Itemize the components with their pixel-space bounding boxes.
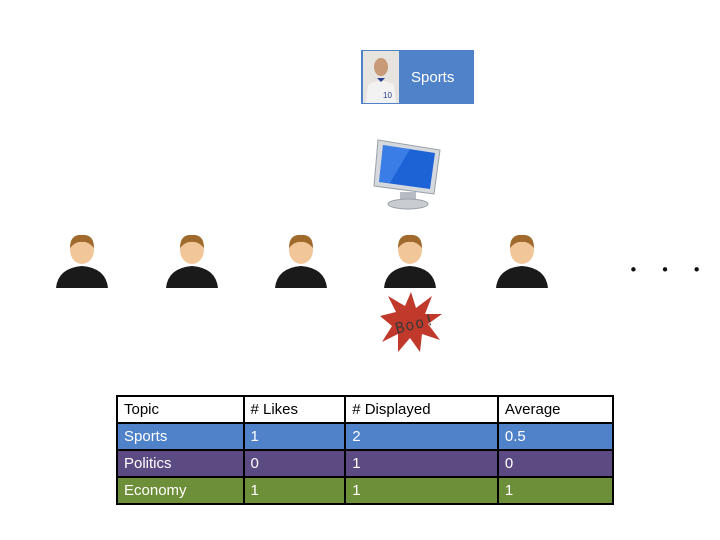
table-cell: 0.5 [496,422,615,451]
table-cell: Sports [116,422,245,451]
user-icon [496,234,548,288]
topic-card-label: Sports [411,68,455,86]
table-cell: 1 [496,476,615,505]
user-icon [56,234,108,288]
header-cell: Topic [116,395,245,424]
table-cell: 2 [344,422,499,451]
user-icon [166,234,218,288]
monitor-icon [373,139,441,210]
table-cell: 1 [344,476,499,505]
table-cell: 1 [242,422,347,451]
player-photo-icon: 10 [363,51,399,103]
topic-card: 10 Sports [361,50,474,104]
svg-text:10: 10 [383,91,392,100]
table-cell: 0 [242,449,347,478]
header-cell: # Displayed [344,395,499,424]
user-icon [275,234,327,288]
table-cell: Politics [116,449,245,478]
table-row-economy: Economy 1 1 1 [116,476,615,505]
header-cell: # Likes [242,395,347,424]
table-cell: 0 [496,449,615,478]
more-users-indicator: . . . [628,240,708,280]
topic-stats-table: Topic # Likes # Displayed Average Sports… [116,395,615,505]
table-header-row: Topic # Likes # Displayed Average [116,395,615,424]
table-row-politics: Politics 0 1 0 [116,449,615,478]
header-cell: Average [496,395,615,424]
table-cell: 1 [242,476,347,505]
explosion-burst-icon [380,292,442,352]
user-icon [384,234,436,288]
table-row-sports: Sports 1 2 0.5 [116,422,615,451]
table-cell: 1 [344,449,499,478]
table-cell: Economy [116,476,245,505]
